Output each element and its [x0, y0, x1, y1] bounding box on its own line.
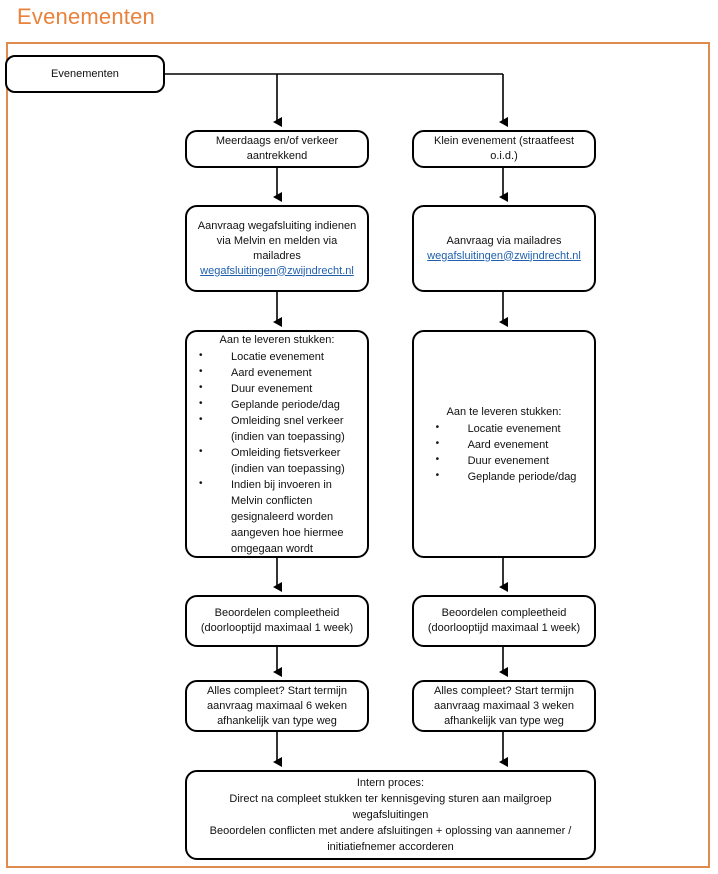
bullet-text: Indien bij invoeren in Melvin conflicten… — [231, 478, 344, 555]
bullet-heading-right: Aan te leveren stukken: — [446, 405, 562, 418]
page-title: Evenementen — [17, 4, 155, 29]
node-right-alles-compleet-label: Alles compleet? Start termijn aanvraag m… — [433, 684, 575, 727]
intern-proces-line-2: Direct na compleet stukken ter kennisgev… — [229, 793, 552, 821]
email-link-wegafsluitingen-left[interactable]: wegafsluitingen@zwijndrecht.nl — [200, 264, 354, 277]
bullet-list-left: Locatie evenement Aard evenement Duur ev… — [195, 348, 359, 557]
node-left-beoordelen-compleetheid[interactable]: Beoordelen compleetheid (doorlooptijd ma… — [185, 595, 369, 647]
node-left-alles-compleet[interactable]: Alles compleet? Start termijn aanvraag m… — [185, 680, 369, 732]
node-right-beoordelen-label: Beoordelen compleetheid (doorlooptijd ma… — [427, 607, 581, 634]
bullet-heading-left: Aan te leveren stukken: — [219, 333, 335, 346]
node-left-aanvraag-label: Aanvraag wegafsluiting indienen via Melv… — [197, 219, 357, 262]
bullet-list-right: Locatie evenement Aard evenement Duur ev… — [432, 420, 577, 485]
node-left-beoordelen-label: Beoordelen compleetheid (doorlooptijd ma… — [200, 607, 354, 634]
bullet-text: Geplande periode/dag — [231, 398, 340, 411]
node-left-aanvraag-melvin[interactable]: Aanvraag wegafsluiting indienen via Melv… — [185, 205, 369, 292]
bullet-text: Locatie evenement — [467, 422, 561, 435]
node-left-aanvraag-text: Aanvraag wegafsluiting indienen via Melv… — [195, 219, 359, 279]
list-item: Duur evenement — [432, 452, 577, 469]
node-intern-proces-text: Intern proces: Direct na compleet stukke… — [195, 775, 586, 855]
bullet-text: Omleiding fietsverkeer (indien van toepa… — [231, 446, 345, 475]
bullet-text: Locatie evenement — [231, 350, 324, 363]
list-item: Geplande periode/dag — [432, 468, 577, 485]
node-intern-proces[interactable]: Intern proces: Direct na compleet stukke… — [185, 770, 596, 860]
node-right-aan-te-leveren-stukken[interactable]: Aan te leveren stukken: Locatie evenemen… — [412, 330, 596, 558]
list-item: Aard evenement — [432, 436, 577, 453]
list-item: Locatie evenement — [195, 348, 359, 365]
node-left-meerdaags[interactable]: Meerdaags en/of verkeer aantrekkend — [185, 130, 369, 168]
bullet-text: Omleiding snel verkeer (indien van toepa… — [231, 414, 345, 443]
list-item: Omleiding snel verkeer (indien van toepa… — [195, 412, 359, 445]
node-right-klein-evenement-label: Klein evenement (straatfeest o.i.d.) — [433, 135, 575, 162]
node-right-klein-evenement[interactable]: Klein evenement (straatfeest o.i.d.) — [412, 130, 596, 168]
intern-proces-line-1: Intern proces: — [356, 777, 425, 789]
node-left-alles-compleet-label: Alles compleet? Start termijn aanvraag m… — [206, 684, 348, 727]
list-item: Aard evenement — [195, 364, 359, 381]
intern-proces-line-3: Beoordelen conflicten met andere afsluit… — [209, 825, 572, 853]
node-right-aanvraag-mailadres[interactable]: Aanvraag via mailadres wegafsluitingen@z… — [412, 205, 596, 292]
list-item: Locatie evenement — [432, 420, 577, 437]
list-item: Omleiding fietsverkeer (indien van toepa… — [195, 444, 359, 477]
node-start-evenementen[interactable]: Evenementen — [5, 55, 165, 93]
list-item: Duur evenement — [195, 380, 359, 397]
node-right-beoordelen-compleetheid[interactable]: Beoordelen compleetheid (doorlooptijd ma… — [412, 595, 596, 647]
bullet-block-right: Aan te leveren stukken: Locatie evenemen… — [422, 404, 586, 485]
bullet-text: Duur evenement — [231, 382, 313, 395]
bullet-text: Geplande periode/dag — [467, 470, 577, 483]
email-link-wegafsluitingen-right[interactable]: wegafsluitingen@zwijndrecht.nl — [427, 249, 581, 262]
node-right-alles-compleet[interactable]: Alles compleet? Start termijn aanvraag m… — [412, 680, 596, 732]
node-right-aanvraag-text: Aanvraag via mailadres wegafsluitingen@z… — [422, 234, 586, 264]
node-left-aan-te-leveren-stukken[interactable]: Aan te leveren stukken: Locatie evenemen… — [185, 330, 369, 558]
bullet-block-left: Aan te leveren stukken: Locatie evenemen… — [195, 332, 359, 557]
node-start-label: Evenementen — [51, 67, 119, 80]
list-item: Geplande periode/dag — [195, 396, 359, 413]
node-right-aanvraag-label: Aanvraag via mailadres — [446, 234, 562, 247]
bullet-text: Aard evenement — [231, 366, 312, 379]
bullet-text: Aard evenement — [467, 438, 549, 451]
bullet-text: Duur evenement — [467, 454, 549, 467]
list-item: Indien bij invoeren in Melvin conflicten… — [195, 476, 359, 557]
node-left-meerdaags-label: Meerdaags en/of verkeer aantrekkend — [215, 135, 339, 162]
